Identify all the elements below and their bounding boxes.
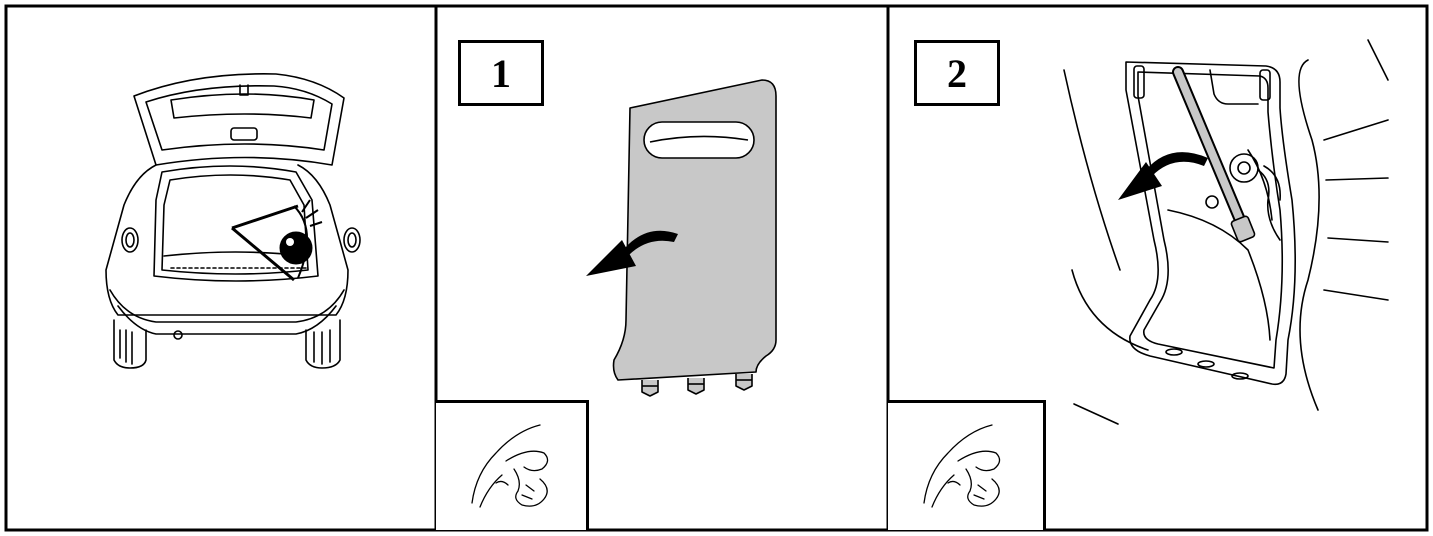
hand-pinch-icon [888, 403, 1044, 531]
curved-arrow-icon [1118, 152, 1208, 200]
panel-step-2: 2 [888, 0, 1427, 536]
step-number: 2 [947, 50, 967, 97]
car-rear-illustration [6, 0, 436, 536]
panel-intro [6, 0, 436, 536]
step-number-box: 2 [914, 40, 1000, 106]
step-number: 1 [491, 50, 511, 97]
gesture-box [888, 400, 1046, 530]
step-number-box: 1 [458, 40, 544, 106]
gesture-box [436, 400, 589, 530]
panel-step-1: 1 [436, 0, 888, 536]
hand-pinch-icon [436, 403, 586, 531]
